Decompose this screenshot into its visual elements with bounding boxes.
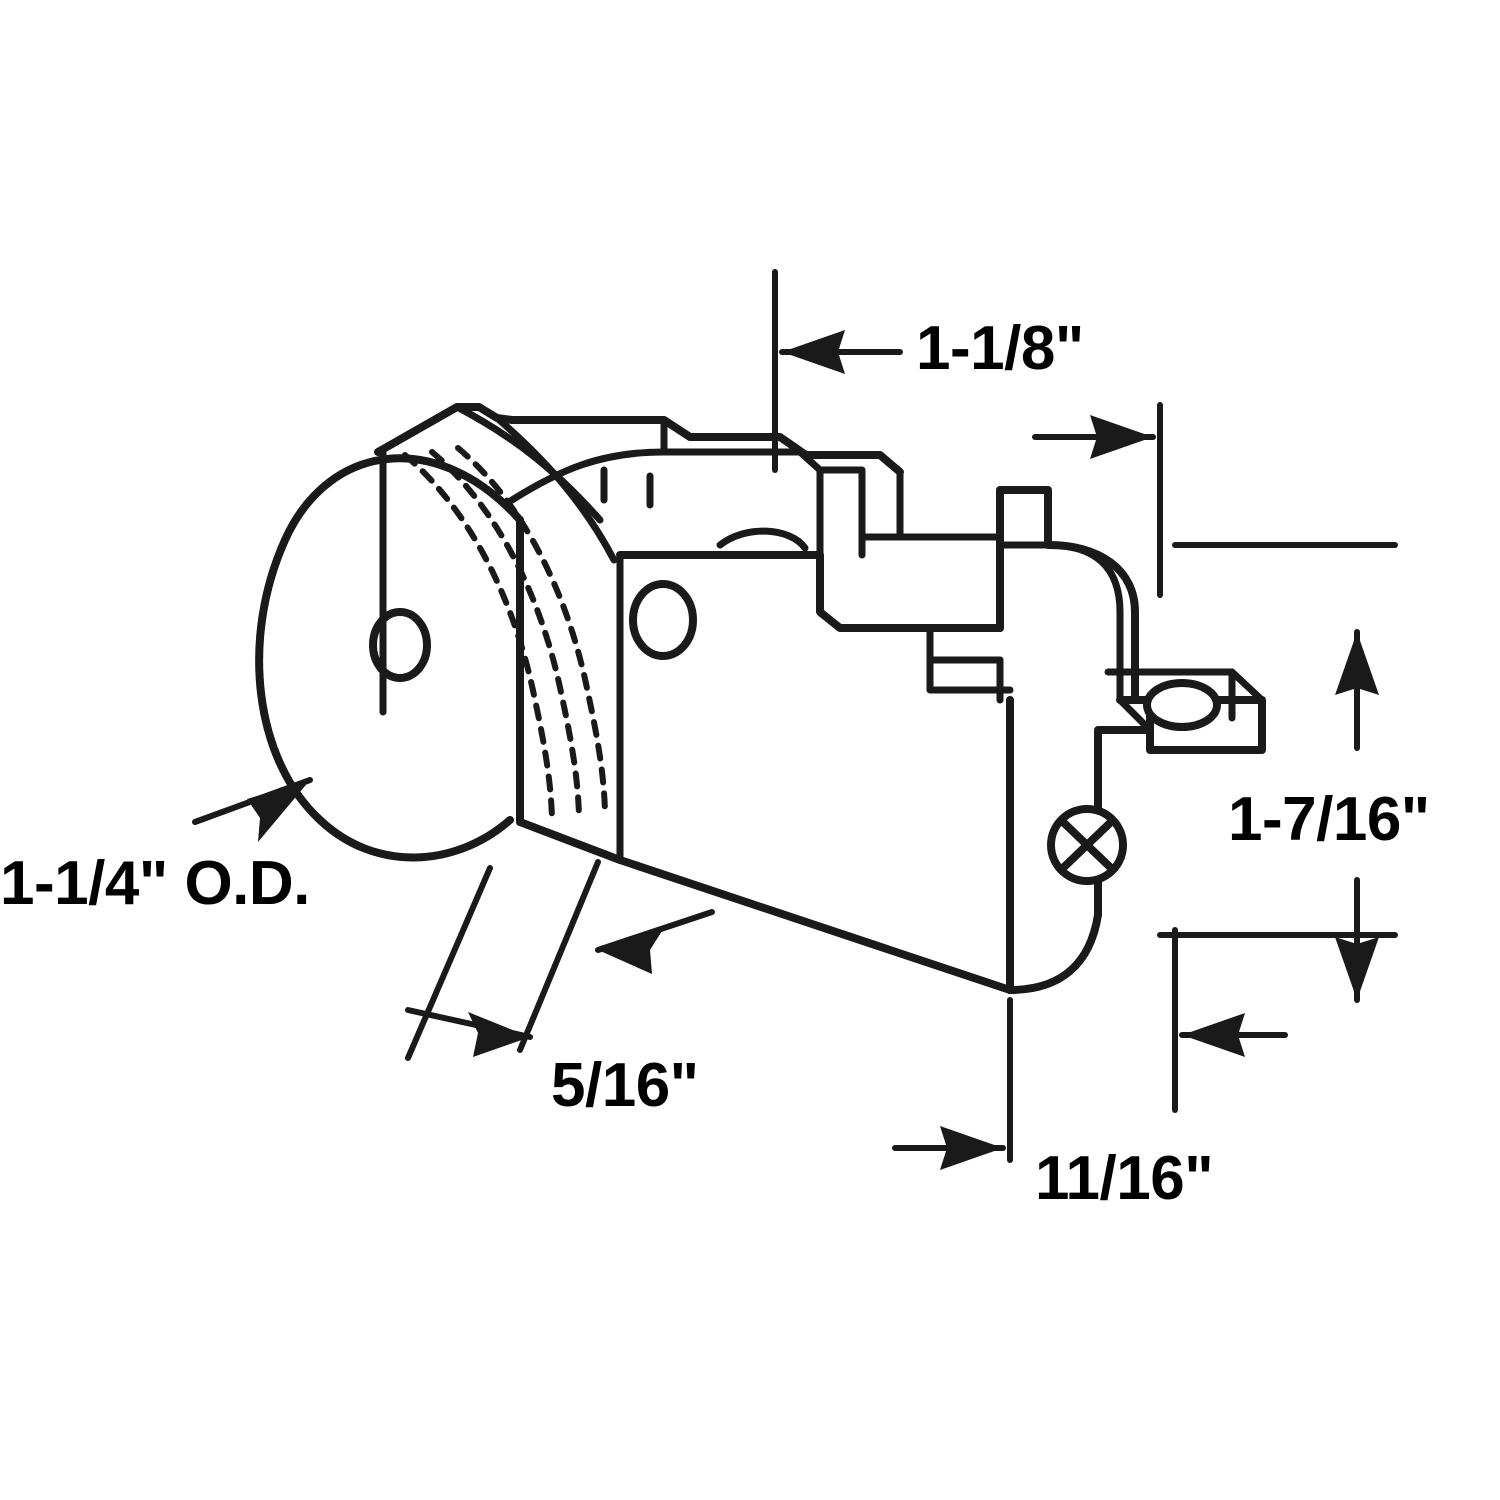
dimension-label-height-1-7-16: 1-7/16" [1228,785,1430,854]
dimension-5-16 [405,859,715,1061]
roller-housing [374,403,1266,994]
phillips-screw [1047,805,1127,885]
dimension-1-7-16 [1157,542,1398,1003]
dimension-label-thickness-5-16: 5/16" [551,1051,699,1120]
dimension-label-od: 1-1/4" O.D. [0,849,310,918]
dimension-1-1-8 [772,269,1163,598]
dimension-11-16 [892,927,1288,1170]
dimension-label-width-1-1-8: 1-1/8" [916,314,1084,383]
roller-wheel [255,448,524,862]
dimension-label-width-11-16: 11/16" [1035,1144,1214,1213]
leader-arrow-od [192,777,313,842]
hidden-edges [402,445,608,821]
